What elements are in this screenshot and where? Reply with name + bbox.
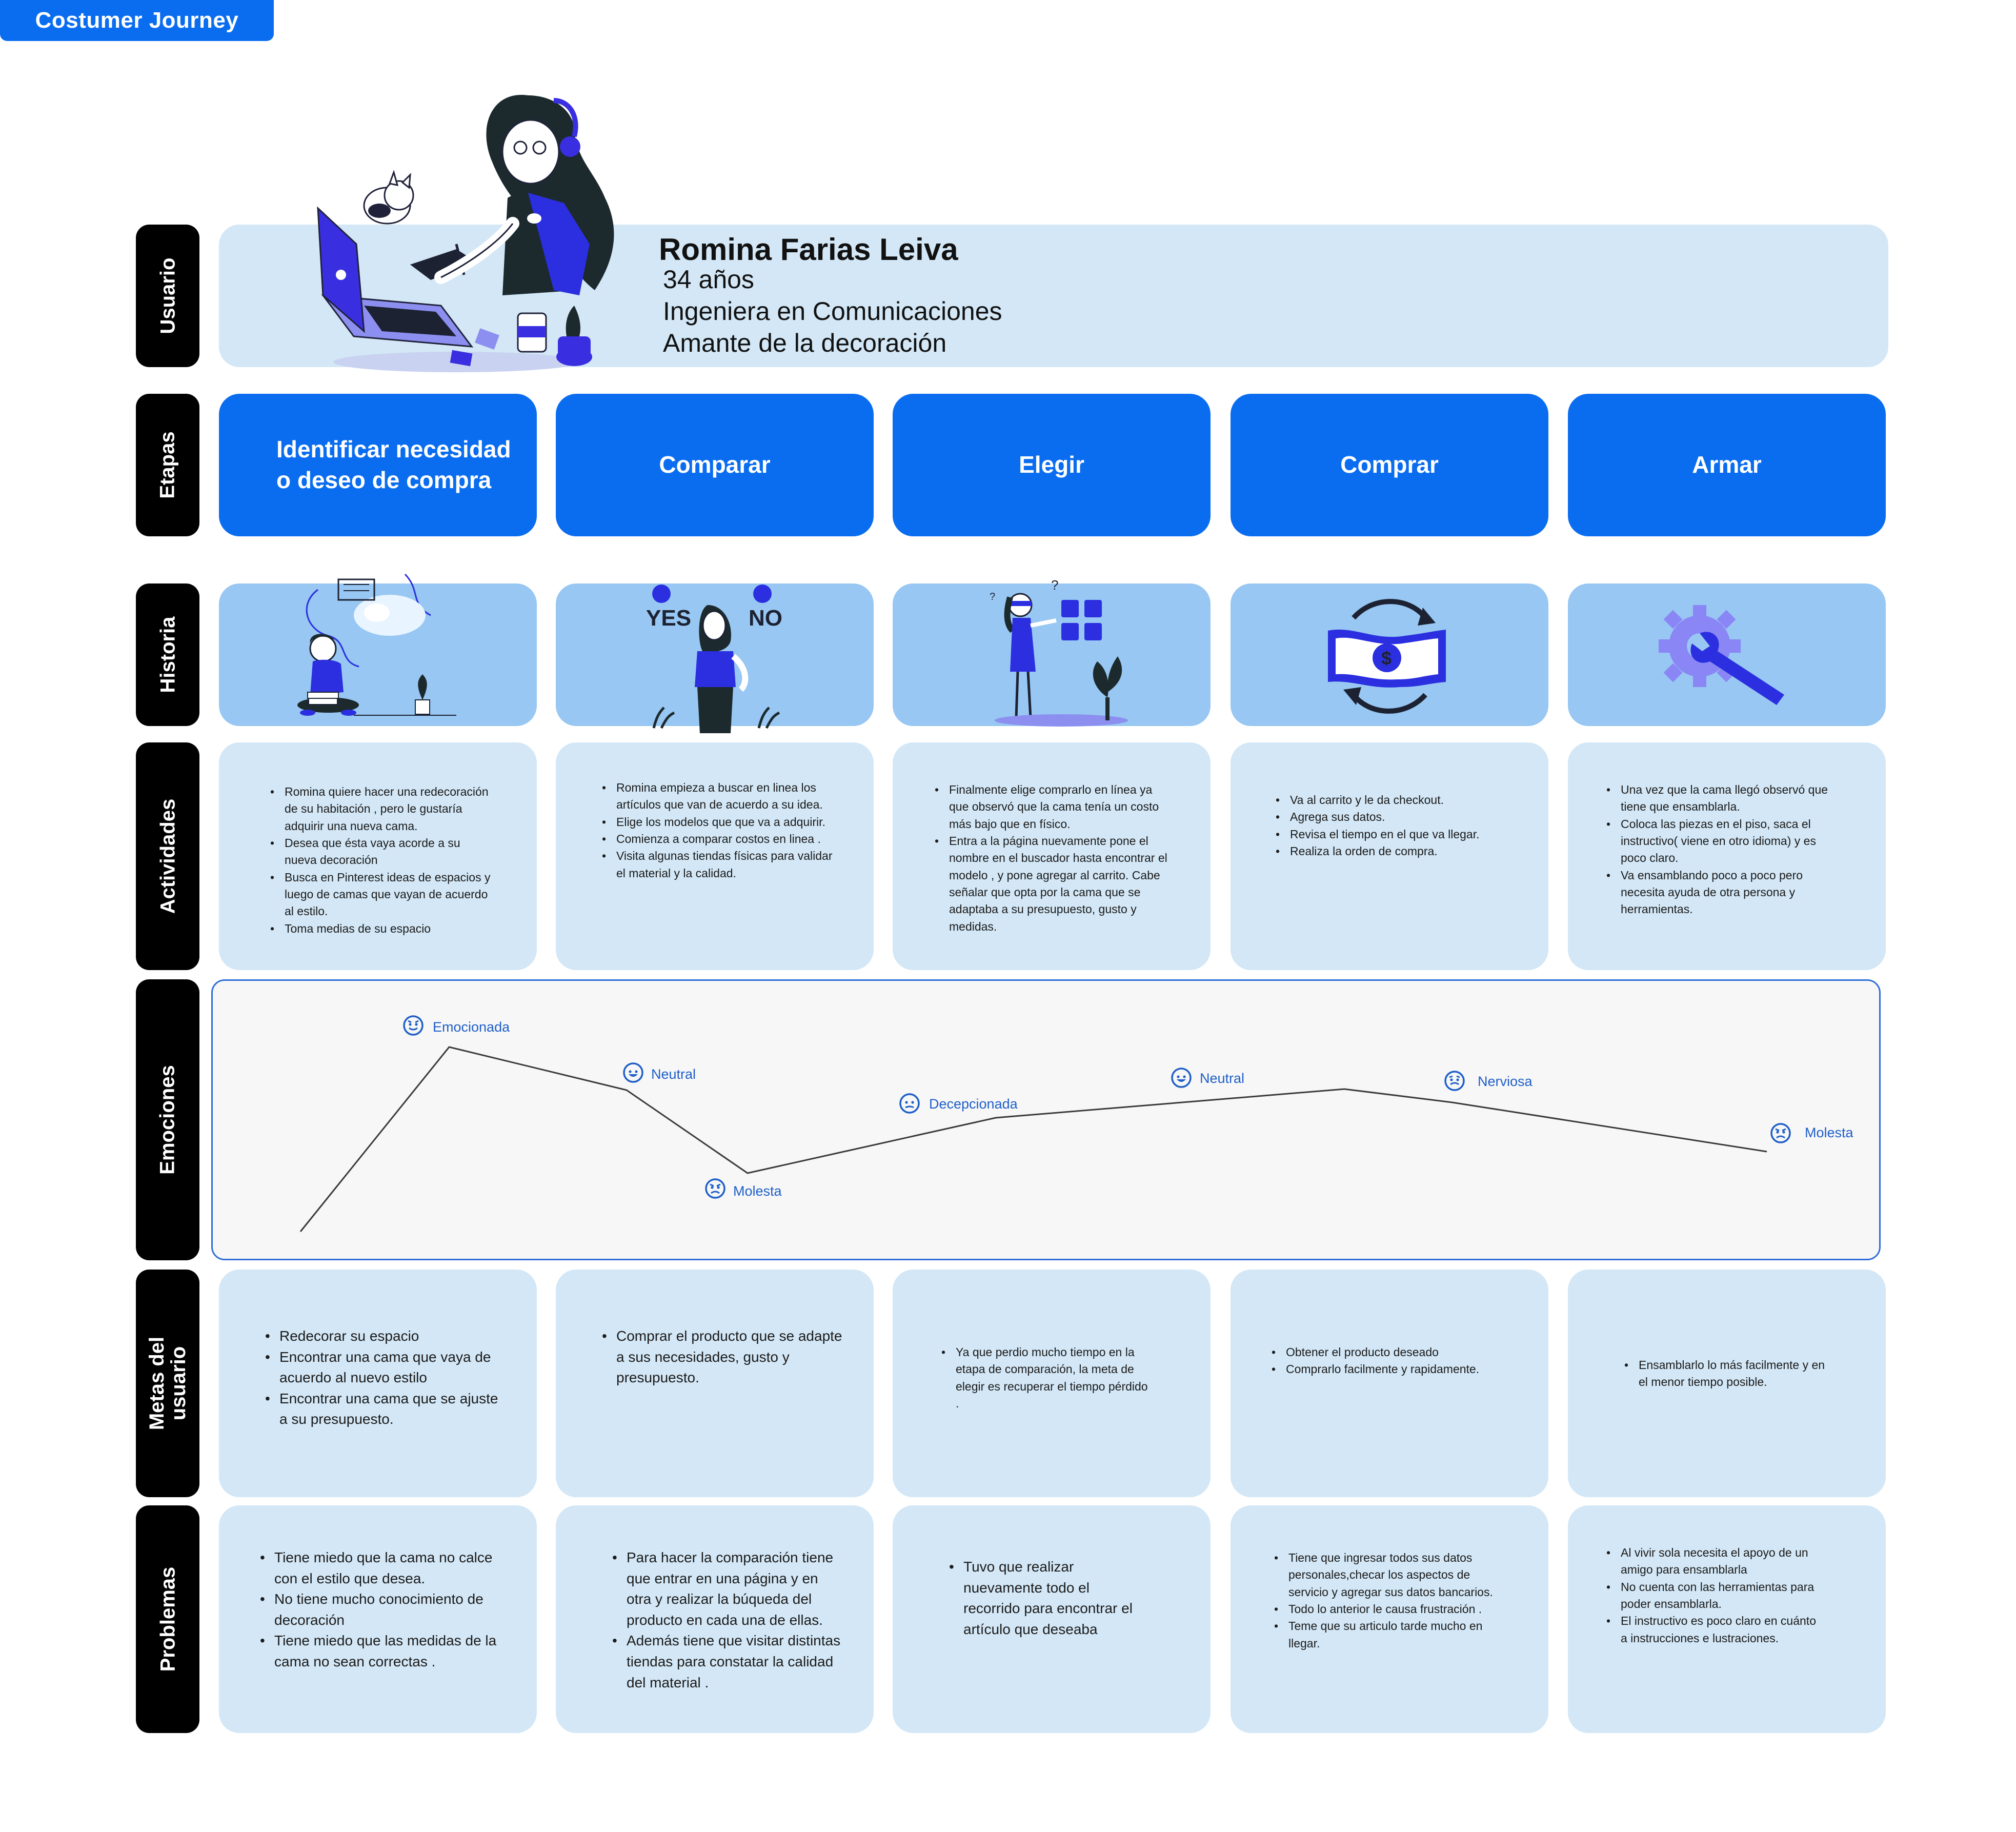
activity-item: Romina quiere hacer una redecoración de … xyxy=(270,783,493,835)
stage-elegir: Elegir xyxy=(893,394,1211,536)
goal-item: Ensamblarlo lo más facilmente y en el me… xyxy=(1624,1357,1834,1391)
problem-item: Tiene miedo que la cama no calce con el … xyxy=(260,1547,506,1589)
goal-item: Comprarlo facilmente y rapidamente. xyxy=(1272,1361,1487,1378)
journey-tag: Costumer Journey xyxy=(0,0,274,41)
user-name: Romina Farias Leiva xyxy=(659,232,958,267)
yes-label: YES xyxy=(646,606,691,631)
problem-item: No tiene mucho conocimiento de decoració… xyxy=(260,1589,506,1630)
goal-item: Redecorar su espacio xyxy=(265,1326,506,1347)
problem-item: El instructivo es poco claro en cuánto a… xyxy=(1606,1613,1819,1647)
row-label-actividades: Actividades xyxy=(136,742,199,970)
activities-card-4: Va al carrito y le da checkout. Agrega s… xyxy=(1231,742,1548,970)
activity-item: Va ensamblando poco a poco pero necesita… xyxy=(1606,867,1845,918)
activity-item: Va al carrito y le da checkout. xyxy=(1276,792,1513,809)
row-label-problemas: Problemas xyxy=(136,1505,199,1733)
emotion-label: Emocionada xyxy=(433,1019,510,1035)
row-label-usuario: Usuario xyxy=(136,225,199,367)
emotion-face-icon xyxy=(704,1178,726,1202)
user-job: Ingeniera en Comunicaciones xyxy=(663,297,1002,326)
emotion-label: Neutral xyxy=(1200,1071,1245,1086)
problems-card-4: Tiene que ingresar todos sus datos perso… xyxy=(1231,1505,1548,1733)
activity-item: Elige los modelos que que va a adquirir. xyxy=(602,814,838,831)
problem-item: Tuvo que realizar nuevamente todo el rec… xyxy=(949,1557,1149,1640)
money-exchange-icon: $ xyxy=(1328,599,1446,714)
history-illustration-choosing: ? ? xyxy=(990,577,1128,727)
activity-item: Coloca las piezas en el piso, saca el in… xyxy=(1606,816,1845,867)
emotion-label: Neutral xyxy=(651,1066,696,1082)
emotion-face-icon xyxy=(402,1015,424,1039)
user-hobby: Amante de la decoración xyxy=(663,329,947,357)
emotions-panel xyxy=(211,979,1881,1260)
activities-card-5: Una vez que la cama llegó observó que ti… xyxy=(1568,742,1886,970)
problem-item: Para hacer la comparación tiene que entr… xyxy=(612,1547,843,1630)
activity-item: Una vez que la cama llegó observó que ti… xyxy=(1606,781,1845,816)
activity-item: Finalmente elige comprarlo en línea ya q… xyxy=(935,781,1175,833)
emotion-label: Molesta xyxy=(733,1183,782,1199)
goals-card-3: Ya que perdio mucho tiempo en la etapa d… xyxy=(893,1270,1211,1497)
emotion-label: Molesta xyxy=(1805,1125,1853,1140)
goal-item: Comprar el producto que se adapte a sus … xyxy=(602,1326,843,1388)
goal-item: Encontrar una cama que se ajuste a su pr… xyxy=(265,1388,506,1430)
gear-wrench-icon xyxy=(1659,605,1784,705)
goals-card-1: Redecorar su espacio Encontrar una cama … xyxy=(219,1270,537,1497)
emotion-face-icon xyxy=(622,1062,644,1086)
user-illustration xyxy=(317,95,614,372)
activity-item: Agrega sus datos. xyxy=(1276,809,1513,826)
goal-item: Ya que perdio mucho tiempo en la etapa d… xyxy=(941,1344,1154,1412)
history-illustration-thinking xyxy=(297,573,456,716)
goals-card-4: Obtener el producto deseado Comprarlo fa… xyxy=(1231,1270,1548,1497)
problem-item: Al vivir sola necesita el apoyo de un am… xyxy=(1606,1544,1819,1579)
emotion-face-icon xyxy=(1171,1067,1192,1091)
goal-item: Obtener el producto deseado xyxy=(1272,1344,1487,1361)
svg-text:$: $ xyxy=(1381,648,1392,669)
activities-card-3: Finalmente elige comprarlo en línea ya q… xyxy=(893,742,1211,970)
problem-item: Además tiene que visitar distintas tiend… xyxy=(612,1630,843,1693)
problem-item: Teme que su articulo tarde mucho en lleg… xyxy=(1274,1618,1513,1652)
problem-item: Todo lo anterior le causa frustración . xyxy=(1274,1601,1513,1618)
activity-item: Revisa el tiempo en el que va llegar. xyxy=(1276,826,1513,843)
activity-item: Entra a la página nuevamente pone el nom… xyxy=(935,833,1175,935)
goal-item: Encontrar una cama que vaya de acuerdo a… xyxy=(265,1347,506,1388)
stage-comparar: Comparar xyxy=(556,394,874,536)
emotion-face-icon xyxy=(1770,1122,1791,1146)
activities-card-2: Romina empieza a buscar en linea los art… xyxy=(556,742,874,970)
activity-item: Visita algunas tiendas físicas para vali… xyxy=(602,848,838,882)
emotion-label: Nerviosa xyxy=(1478,1074,1533,1089)
problem-item: Tiene miedo que las medidas de la cama n… xyxy=(260,1630,506,1672)
goals-card-2: Comprar el producto que se adapte a sus … xyxy=(556,1270,874,1497)
problems-card-5: Al vivir sola necesita el apoyo de un am… xyxy=(1568,1505,1886,1733)
activity-item: Busca en Pinterest ideas de espacios y l… xyxy=(270,869,493,920)
problem-item: No cuenta con las herramientas para pode… xyxy=(1606,1579,1819,1613)
activity-item: Romina empieza a buscar en linea los art… xyxy=(602,779,838,814)
emotion-line xyxy=(299,1046,1767,1232)
row-label-emociones: Emociones xyxy=(136,979,199,1260)
user-age: 34 años xyxy=(663,265,754,294)
activity-item: Realiza la orden de compra. xyxy=(1276,843,1513,860)
emotion-face-icon xyxy=(899,1093,920,1117)
row-label-etapas: Etapas xyxy=(136,394,199,536)
no-label: NO xyxy=(749,606,782,631)
stage-comprar: Comprar xyxy=(1231,394,1548,536)
problems-card-3: Tuvo que realizar nuevamente todo el rec… xyxy=(893,1505,1211,1733)
svg-text:?: ? xyxy=(1051,577,1058,593)
emotion-face-icon xyxy=(1444,1070,1465,1094)
history-card-elegir xyxy=(893,583,1211,726)
activity-item: Comienza a comparar costos en linea . xyxy=(602,831,838,848)
activity-item: Toma medias de su espacio xyxy=(270,920,493,938)
emotion-label: Decepcionada xyxy=(929,1096,1018,1112)
svg-text:?: ? xyxy=(990,591,995,602)
problem-item: Tiene que ingresar todos sus datos perso… xyxy=(1274,1549,1513,1601)
history-illustration-yes-no: YES NO xyxy=(646,585,782,733)
activities-card-1: Romina quiere hacer una redecoración de … xyxy=(219,742,537,970)
stage-armar: Armar xyxy=(1568,394,1886,536)
row-label-historia: Historia xyxy=(136,583,199,726)
problems-card-1: Tiene miedo que la cama no calce con el … xyxy=(219,1505,537,1733)
activity-item: Desea que ésta vaya acorde a su nueva de… xyxy=(270,835,493,869)
problems-card-2: Para hacer la comparación tiene que entr… xyxy=(556,1505,874,1733)
goals-card-5: Ensamblarlo lo más facilmente y en el me… xyxy=(1568,1270,1886,1497)
